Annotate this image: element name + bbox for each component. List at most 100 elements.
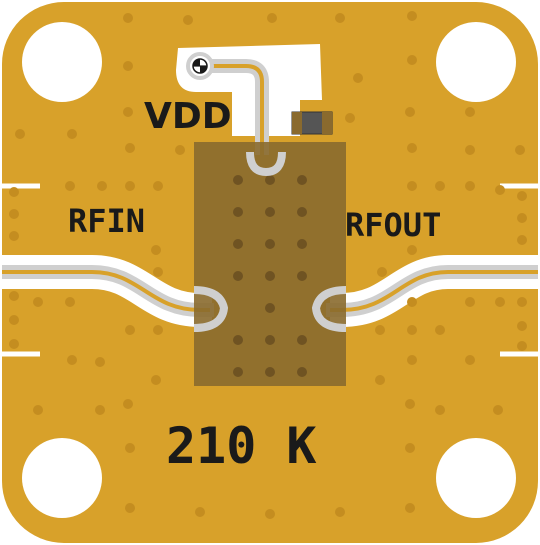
via-dot [495, 185, 505, 195]
chip-via-dot [233, 239, 243, 249]
chip-via-dot [297, 239, 307, 249]
via-dot [495, 297, 505, 307]
via-dot [377, 267, 387, 277]
via-dot [515, 145, 525, 155]
chip-via-dot [233, 335, 243, 345]
via-dot [375, 325, 385, 335]
via-dot [9, 187, 19, 197]
via-dot [405, 503, 415, 513]
via-dot [151, 375, 161, 385]
via-dot [517, 321, 527, 331]
via-dot [123, 13, 133, 23]
mounting-hole-top-right [436, 22, 516, 102]
via-dot [95, 405, 105, 415]
via-dot [67, 355, 77, 365]
bond-pads [193, 151, 347, 332]
chip-via-dot [297, 271, 307, 281]
via-dot [65, 297, 75, 307]
via-dot [95, 357, 105, 367]
via-dot [67, 129, 77, 139]
via-dot [9, 291, 19, 301]
via-dot [153, 181, 163, 191]
via-dot [407, 245, 417, 255]
chip-via-dot [233, 271, 243, 281]
via-dot [125, 325, 135, 335]
via-dot [15, 129, 25, 139]
chip-via-dot [233, 175, 243, 185]
via-dot [123, 399, 133, 409]
via-dot [153, 267, 163, 277]
mounting-hole-top-left [22, 22, 102, 102]
via-dot [9, 209, 19, 219]
part-number-label: 210 K [166, 417, 317, 475]
via-dot [33, 297, 43, 307]
via-dot [407, 11, 417, 21]
via-dot [335, 13, 345, 23]
via-dot [407, 297, 417, 307]
rfout-bond-pad [311, 286, 347, 332]
chip-via-dot [297, 207, 307, 217]
via-dot [335, 507, 345, 517]
chip-via-dot [297, 175, 307, 185]
chip-via-dot [265, 367, 275, 377]
via-dot [195, 507, 205, 517]
rfout-label: RFOUT [345, 206, 441, 244]
via-dot [493, 405, 503, 415]
via-dot [267, 13, 277, 23]
vdd-bond-pad [246, 151, 286, 177]
rfin-label: RFIN [68, 202, 145, 240]
via-dot [65, 181, 75, 191]
crossed-circle-icon [186, 52, 214, 80]
via-dot [435, 181, 445, 191]
chip-via-dot [265, 239, 275, 249]
via-dot [125, 443, 135, 453]
via-dot [353, 73, 363, 83]
via-dot [9, 231, 19, 241]
via-dot [405, 443, 415, 453]
via-dot [517, 191, 527, 201]
via-dot [405, 107, 415, 117]
via-dot [153, 325, 163, 335]
via-dot [407, 355, 417, 365]
chip-via-dot [297, 367, 307, 377]
via-dot [407, 143, 417, 153]
via-dot [9, 339, 19, 349]
via-dot [517, 213, 527, 223]
chip-via-dot [233, 207, 243, 217]
via-dot [517, 341, 527, 351]
via-dot [183, 15, 193, 25]
chip-via-dot [265, 335, 275, 345]
via-dot [465, 107, 475, 117]
via-dot [125, 143, 135, 153]
via-dot [435, 325, 445, 335]
vdd-label: VDD [144, 96, 232, 137]
via-dot [9, 315, 19, 325]
via-dot [33, 405, 43, 415]
via-dot [407, 181, 417, 191]
via-dot [517, 297, 527, 307]
chip-via-dot [265, 303, 275, 313]
via-dot [123, 61, 133, 71]
via-dot [151, 245, 161, 255]
via-dot [125, 181, 135, 191]
via-dot [265, 509, 275, 519]
via-dot [375, 375, 385, 385]
via-dot [175, 145, 185, 155]
mounting-hole-bottom-left [22, 438, 102, 518]
via-dot [465, 355, 475, 365]
via-dot [435, 405, 445, 415]
edge-marks [2, 183, 538, 357]
via-dot [407, 55, 417, 65]
rfin-bond-pad [193, 286, 229, 332]
via-dot [405, 399, 415, 409]
chip-via-array [233, 175, 307, 377]
via-dot [465, 297, 475, 307]
via-dot [125, 503, 135, 513]
via-dot [97, 181, 107, 191]
mounting-hole-bottom-right [436, 438, 516, 518]
via-dot [465, 181, 475, 191]
chip-via-dot [297, 335, 307, 345]
via-dot [407, 325, 417, 335]
via-dot [123, 107, 133, 117]
